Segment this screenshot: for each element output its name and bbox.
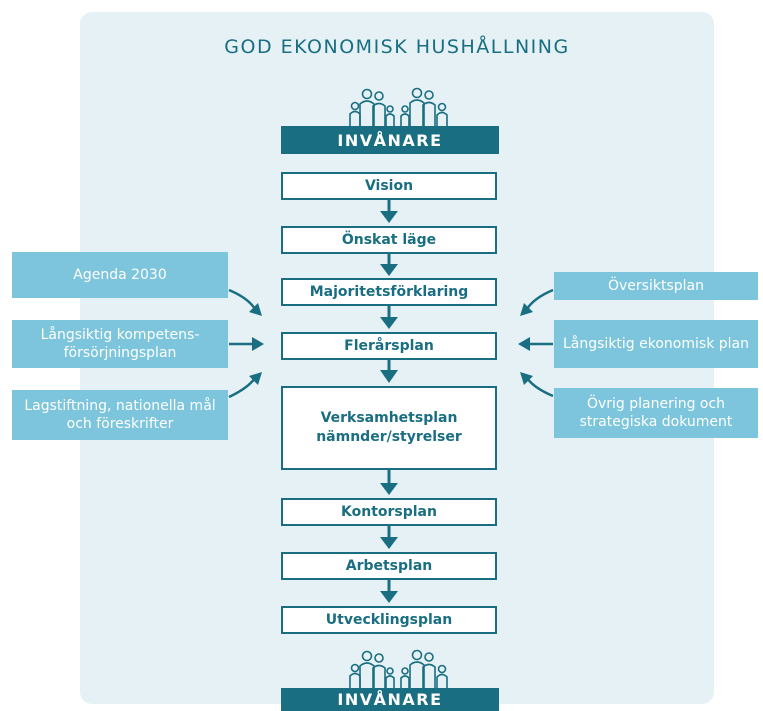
arrow-down-icon: [380, 254, 398, 276]
arrow-right-icon: [228, 288, 257, 310]
flow-box-development-plan: Utvecklingsplan: [281, 606, 497, 634]
arrow-down-icon: [380, 580, 398, 603]
arrow-down-icon: [380, 306, 398, 329]
flow-box-multi-year-plan: Flerårsplan: [281, 332, 497, 360]
family-people-icon: [349, 87, 448, 128]
right-input-long-term-economic-plan: Långsiktig ekonomisk plan: [554, 320, 758, 368]
right-input-other-planning: Övrig planering och strategiska dokument: [554, 388, 758, 438]
arrow-left-icon: [525, 377, 554, 398]
citizens-banner-bottom: INVÅNARE: [281, 688, 499, 711]
citizens-banner-top: INVÅNARE: [281, 126, 499, 154]
flow-box-desired-state: Önskat läge: [281, 226, 497, 254]
arrow-down-icon: [380, 470, 398, 495]
left-input-legislation: Lagstiftning, nationella mål och föreskr…: [12, 390, 228, 440]
flow-box-majority-declaration: Majoritetsförklaring: [281, 278, 497, 306]
diagram-title: GOD EKONOMISK HUSHÅLLNING: [224, 36, 570, 58]
arrow-down-icon: [380, 200, 398, 223]
right-input-comprehensive-plan: Översiktsplan: [554, 272, 758, 300]
arrow-down-icon: [380, 526, 398, 549]
flow-box-office-plan: Kontorsplan: [281, 498, 497, 526]
family-people-icon: [349, 649, 448, 690]
flow-box-operational-plan: Verksamhetsplan nämnder/styrelser: [281, 386, 497, 470]
flow-box-work-plan: Arbetsplan: [281, 552, 497, 580]
arrow-right-icon: [228, 377, 257, 399]
left-input-competence-plan: Långsiktig kompetens-försörjningsplan: [12, 320, 228, 368]
left-input-agenda-2030: Agenda 2030: [12, 252, 228, 298]
arrow-left-icon: [525, 288, 554, 310]
arrow-down-icon: [380, 360, 398, 383]
flow-box-vision: Vision: [281, 172, 497, 200]
